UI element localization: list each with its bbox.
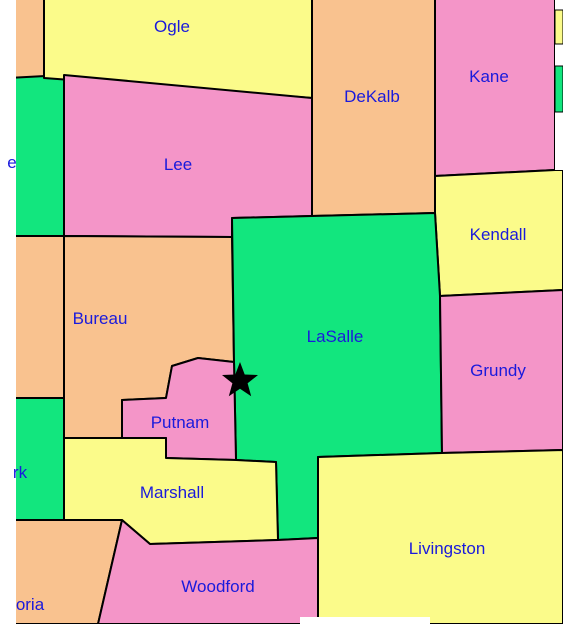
label-woodford: Woodford xyxy=(181,577,254,596)
county-partial-right-green xyxy=(554,65,563,113)
county-grundy[interactable] xyxy=(439,289,563,454)
county-kane[interactable] xyxy=(434,0,556,177)
county-dekalb[interactable] xyxy=(311,0,436,217)
label-grundy: Grundy xyxy=(470,361,526,380)
star-icon[interactable] xyxy=(222,362,258,397)
map-edge-gap xyxy=(300,617,430,624)
county-partial-right-yellow xyxy=(554,9,563,45)
label-marshall: Marshall xyxy=(140,483,204,502)
county-livingston[interactable] xyxy=(317,449,563,624)
label-lee: Lee xyxy=(164,155,192,174)
label-kendall: Kendall xyxy=(470,225,527,244)
county-henry-partial[interactable] xyxy=(7,235,65,399)
label-dekalb: DeKalb xyxy=(344,87,400,106)
label-bureau: Bureau xyxy=(73,309,128,328)
label-stark-partial: rk xyxy=(13,463,28,482)
label-livingston: Livingston xyxy=(409,539,486,558)
county-stark-partial[interactable] xyxy=(7,397,65,521)
county-marshall[interactable] xyxy=(63,437,279,545)
label-kane: Kane xyxy=(469,67,509,86)
label-ogle: Ogle xyxy=(154,17,190,36)
label-putnam: Putnam xyxy=(151,413,210,432)
label-whiteside-partial: e xyxy=(7,153,16,172)
label-peoria-partial: oria xyxy=(16,595,45,614)
county-woodford[interactable] xyxy=(97,519,319,624)
label-lasalle: LaSalle xyxy=(307,327,364,346)
